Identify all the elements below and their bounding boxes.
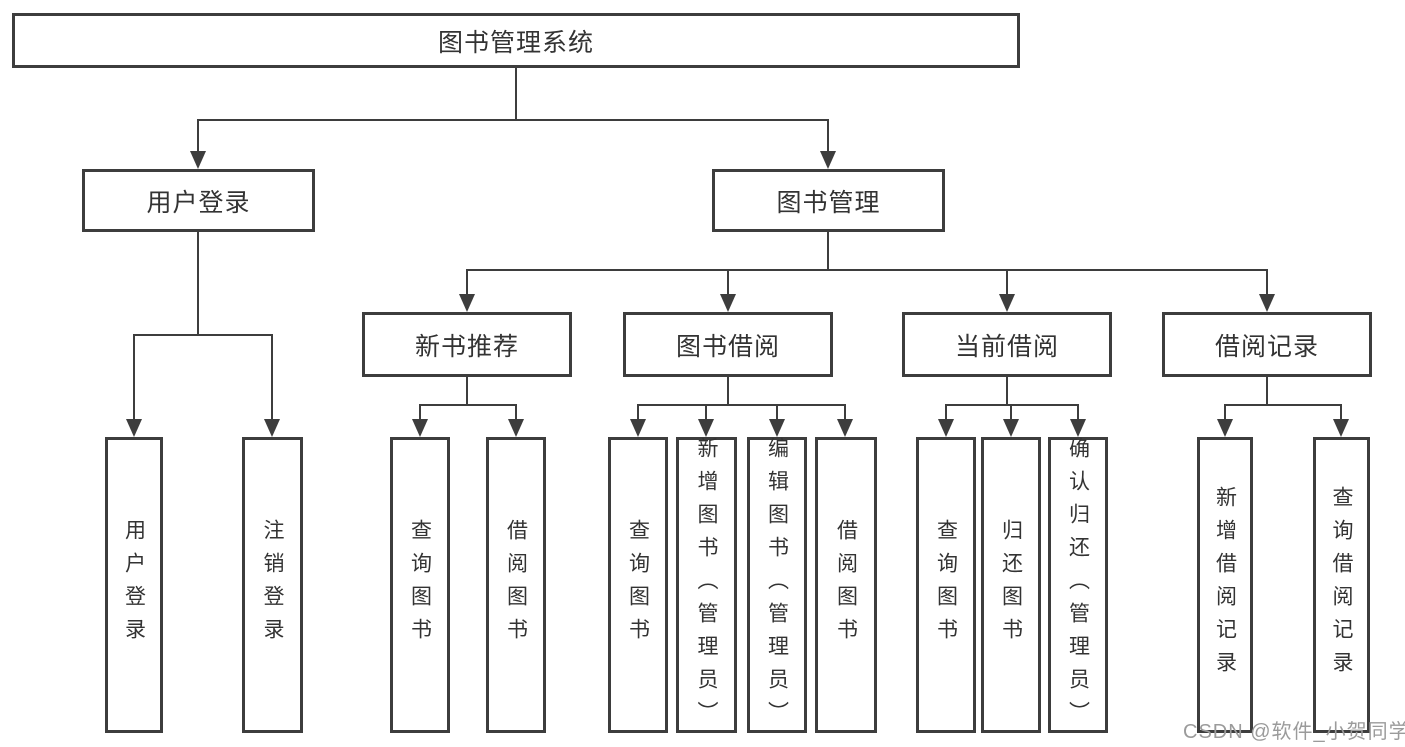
connector-line-to-logout-leaf [271, 334, 273, 420]
node-book-management: 图书管理 [712, 169, 945, 232]
connector-user-login-branch [133, 334, 273, 336]
leaf-user-login: 用户登录 [105, 437, 163, 733]
leaf-edit-book-admin: 编辑图书（管理员） [747, 436, 807, 734]
connector-current-stem [1006, 377, 1008, 405]
connector-book-management-stem [827, 232, 829, 270]
connector-borrow-branch [637, 404, 846, 406]
leaf-borrow-books: 借阅图书 [815, 437, 877, 733]
node-label: 查询图书 [934, 519, 958, 651]
node-label: 新增借阅记录 [1213, 486, 1237, 684]
node-book-borrow: 图书借阅 [623, 312, 833, 377]
arrow-down-icon [938, 419, 954, 437]
connector-line-to-login-leaf [133, 334, 135, 420]
arrow-down-icon [190, 151, 206, 169]
connector-line-to-book-management [827, 119, 829, 152]
node-label: 确认归还（管理员） [1066, 436, 1090, 734]
arrow-down-icon [720, 294, 736, 312]
connector-root-branch [197, 119, 829, 121]
connector-records-stem [1266, 377, 1268, 405]
arrow-down-icon [1070, 419, 1086, 437]
arrow-down-icon [508, 419, 524, 437]
arrow-down-icon [698, 419, 714, 437]
arrow-down-icon [999, 294, 1015, 312]
connector-leaf-line [1340, 404, 1342, 420]
node-label: 借阅图书 [834, 519, 858, 651]
arrow-down-icon [1217, 419, 1233, 437]
leaf-add-borrow-record: 新增借阅记录 [1197, 437, 1253, 733]
connector-leaf-line [515, 404, 517, 420]
node-label: 当前借阅 [954, 332, 1059, 361]
node-new-book-recommend: 新书推荐 [362, 312, 572, 377]
connector-line-to-recommend [466, 269, 468, 295]
connector-recommend-branch [419, 404, 517, 406]
leaf-return-book: 归还图书 [981, 437, 1041, 733]
watermark: CSDN @软件_小贺同学 [1183, 721, 1405, 743]
leaf-confirm-return-admin: 确认归还（管理员） [1048, 436, 1108, 734]
connector-leaf-line [1010, 404, 1012, 420]
node-label: 查询图书 [626, 519, 650, 651]
node-label: 借阅图书 [504, 519, 528, 651]
connector-user-login-stem [197, 232, 199, 335]
leaf-query-books-borrow: 查询图书 [608, 437, 668, 733]
node-label: 图书借阅 [675, 332, 780, 361]
connector-borrow-stem [727, 377, 729, 405]
connector-leaf-line [844, 404, 846, 420]
connector-book-management-branch [466, 269, 1268, 271]
leaf-add-book-admin: 新增图书（管理员） [676, 436, 737, 734]
connector-recommend-stem [466, 377, 468, 405]
arrow-down-icon [837, 419, 853, 437]
node-root: 图书管理系统 [12, 13, 1020, 68]
connector-leaf-line [637, 404, 639, 420]
node-label: 归还图书 [999, 519, 1023, 651]
connector-leaf-line [1077, 404, 1079, 420]
leaf-logout: 注销登录 [242, 437, 303, 733]
arrow-down-icon [1003, 419, 1019, 437]
node-label: 注销登录 [261, 519, 284, 651]
arrow-down-icon [1259, 294, 1275, 312]
node-label: 图书管理 [776, 188, 881, 217]
leaf-query-borrow-record: 查询借阅记录 [1313, 437, 1370, 733]
arrow-down-icon [459, 294, 475, 312]
arrow-down-icon [630, 419, 646, 437]
node-user-login: 用户登录 [82, 169, 315, 232]
node-label: 新书推荐 [414, 332, 519, 361]
leaf-query-books-recommend: 查询图书 [390, 437, 450, 733]
arrow-down-icon [412, 419, 428, 437]
node-label: 查询借阅记录 [1330, 486, 1353, 684]
arrow-down-icon [126, 419, 142, 437]
node-label: 查询图书 [408, 519, 432, 651]
node-label: 图书管理系统 [437, 28, 594, 57]
node-label: 用户登录 [146, 188, 251, 217]
arrow-down-icon [1333, 419, 1349, 437]
connector-records-branch [1224, 404, 1342, 406]
arrow-down-icon [769, 419, 785, 437]
node-borrow-records: 借阅记录 [1162, 312, 1372, 377]
connector-line-to-records [1266, 269, 1268, 295]
connector-leaf-line [776, 404, 778, 420]
arrow-down-icon [264, 419, 280, 437]
connector-line-to-current [1006, 269, 1008, 295]
connector-line-to-user-login [197, 119, 199, 152]
leaf-borrow-books-recommend: 借阅图书 [486, 437, 546, 733]
leaf-query-books-current: 查询图书 [916, 437, 976, 733]
connector-current-branch [945, 404, 1079, 406]
node-label: 编辑图书（管理员） [765, 436, 789, 734]
connector-line-to-borrow [727, 269, 729, 295]
arrow-down-icon [820, 151, 836, 169]
node-label: 借阅记录 [1214, 332, 1319, 361]
connector-root-stem [515, 68, 517, 120]
connector-leaf-line [705, 404, 707, 420]
node-label: 用户登录 [122, 519, 146, 651]
connector-leaf-line [945, 404, 947, 420]
node-label: 新增图书（管理员） [695, 436, 718, 734]
connector-leaf-line [419, 404, 421, 420]
node-current-borrow: 当前借阅 [902, 312, 1112, 377]
connector-leaf-line [1224, 404, 1226, 420]
